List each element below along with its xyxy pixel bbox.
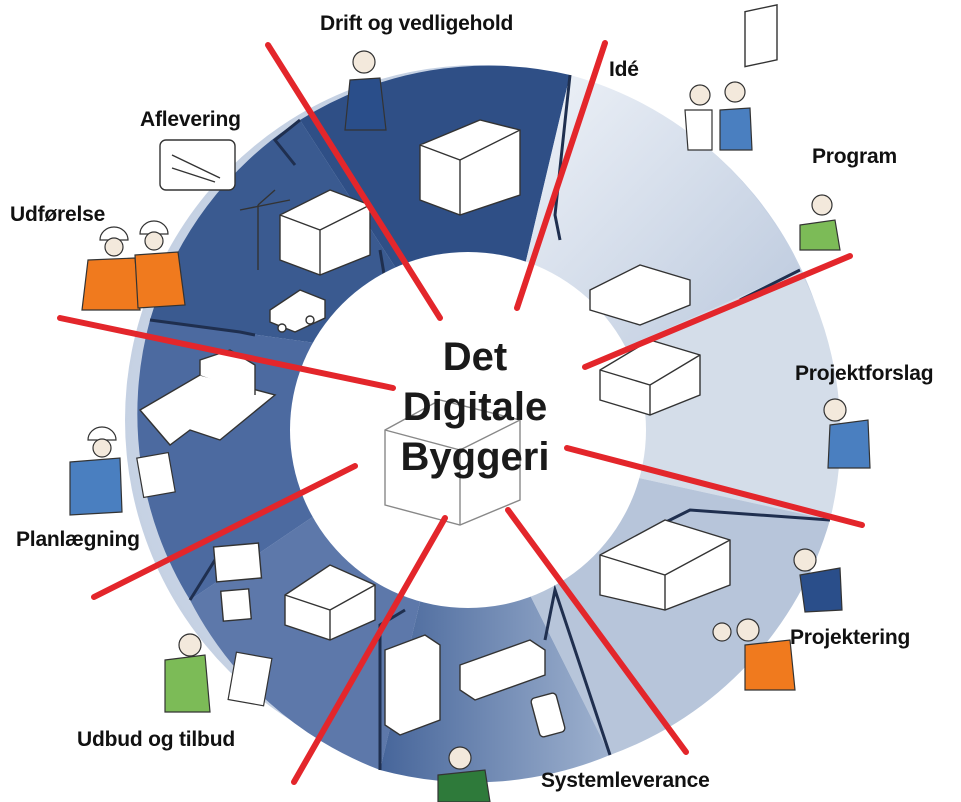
phase-label-udfoerelse: Udførelse	[10, 203, 106, 226]
cross-line	[564, 445, 865, 528]
person-icon	[793, 548, 843, 613]
phone-icon	[530, 692, 566, 738]
cross-line	[582, 253, 853, 370]
cross-line	[265, 42, 443, 321]
worker-icon	[344, 50, 387, 131]
person-icon	[799, 194, 841, 251]
building-icon	[599, 519, 731, 611]
phase-label-udbud: Udbud og tilbud	[77, 728, 235, 751]
building-icon	[589, 264, 691, 326]
truck-icon	[269, 289, 326, 333]
center-title-line2: Digitale	[402, 385, 548, 429]
crane-icon	[239, 189, 291, 270]
phase-label-drift: Drift og vedligehold	[320, 12, 514, 35]
building-icon	[384, 634, 546, 736]
phase-label-planlaegning: Planlægning	[16, 528, 140, 551]
center-title-line1: Det	[442, 335, 508, 379]
document-icon	[212, 542, 263, 622]
computer-icon	[744, 3, 778, 68]
phase-label-aflevering: Aflevering	[140, 108, 241, 131]
cross-line	[505, 507, 689, 755]
person-icon	[164, 633, 273, 713]
segment-projektforslag	[580, 270, 841, 520]
cross-line	[91, 463, 358, 600]
person-icon	[823, 398, 871, 469]
building-icon	[279, 189, 371, 276]
person-icon	[684, 81, 753, 151]
worker-icon	[69, 426, 176, 516]
building-icon	[384, 399, 521, 526]
people	[69, 50, 871, 802]
building-icon	[599, 339, 701, 416]
phase-label-projektforslag: Projektforslag	[795, 362, 934, 385]
phase-label-program: Program	[812, 145, 897, 168]
floor-plan-icon	[138, 349, 277, 446]
phase-label-ide: Idé	[609, 58, 639, 81]
center-title-line3: Byggeri	[400, 435, 550, 479]
illustrations	[138, 3, 778, 738]
segment-separators	[149, 74, 831, 770]
red-crossing-lines	[57, 40, 865, 785]
worker-icon	[712, 618, 796, 691]
person-icon	[437, 746, 491, 802]
phase-label-projektering: Projektering	[790, 626, 911, 649]
building-icon	[419, 119, 521, 216]
worker-icon	[81, 220, 186, 311]
phase-label-systemleverance: Systemleverance	[541, 769, 710, 792]
cross-line	[57, 315, 396, 391]
cross-line	[514, 40, 608, 311]
building-icon	[284, 564, 376, 641]
tablet-icon	[159, 139, 236, 191]
cross-line	[291, 515, 448, 785]
center-title: Det Digitale Byggeri	[380, 332, 570, 482]
